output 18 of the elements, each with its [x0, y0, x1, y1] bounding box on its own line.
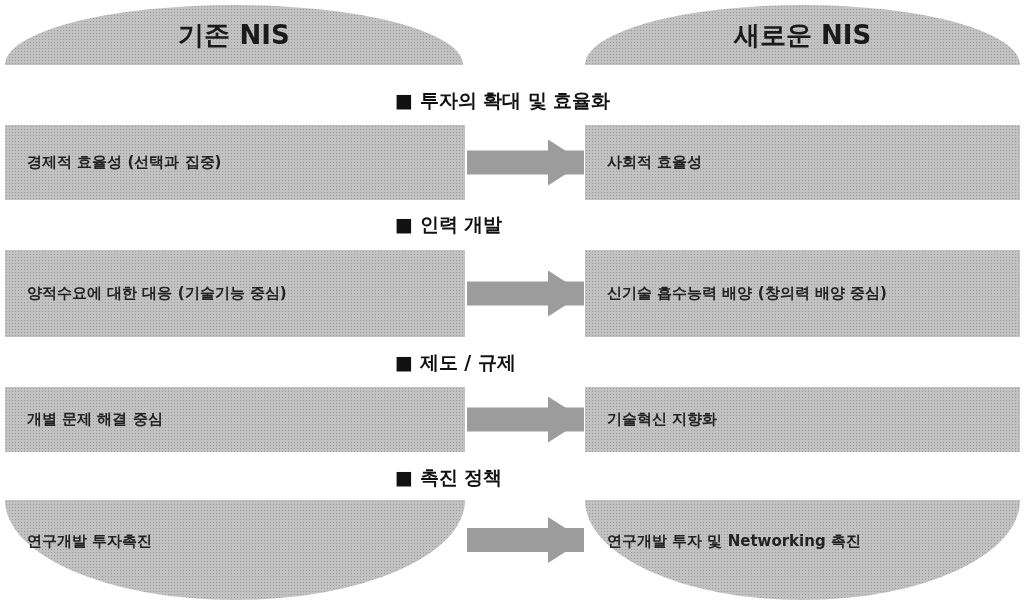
block-arrow: [467, 517, 584, 563]
comparison-row: 사회적 효율성: [585, 125, 1020, 200]
comparison-row: 경제적 효율성 (선택과 집중): [5, 125, 465, 200]
section-heading: ■ 촉진 정책: [395, 465, 503, 490]
comparison-row: 기술혁신 지향화: [585, 387, 1020, 452]
section-heading: ■ 투자의 확대 및 효율화: [395, 88, 611, 113]
column-header: 새로운 NIS: [585, 5, 1020, 65]
block-arrow: [467, 396, 584, 443]
comparison-row: 양적수요에 대한 대응 (기술기능 중심): [5, 250, 465, 337]
comparison-row: 연구개발 투자 및 Networking 촉진: [585, 500, 1020, 600]
block-arrow: [467, 139, 584, 186]
comparison-row: 신기술 흡수능력 배양 (창의력 배양 중심): [585, 250, 1020, 337]
section-heading: ■ 제도 / 규제: [395, 350, 516, 375]
column-header: 기존 NIS: [5, 5, 463, 65]
comparison-row: 연구개발 투자촉진: [5, 500, 465, 600]
comparison-row: 개별 문제 해결 중심: [5, 387, 465, 452]
section-heading: ■ 인력 개발: [395, 212, 503, 237]
block-arrow: [467, 270, 584, 317]
